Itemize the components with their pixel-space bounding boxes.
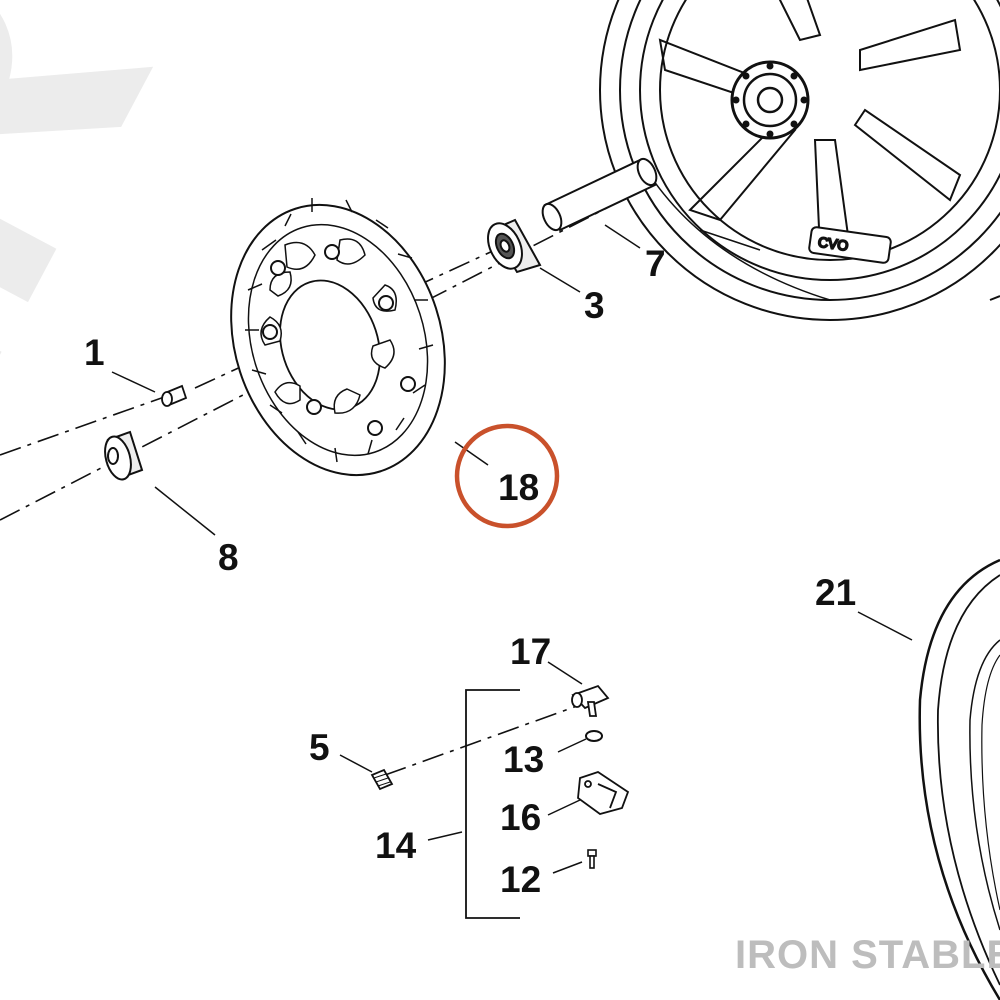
disc-rivets: [262, 244, 416, 436]
callout-14: 14: [375, 825, 417, 866]
callout-3: 3: [584, 285, 605, 326]
brand-watermark: IRON STABLE: [735, 933, 1000, 977]
leader-lines: [111, 224, 913, 919]
callout-labels: 1 3 5 7 8 12 13 14 16 17 18 21: [84, 243, 856, 900]
part-13-o-ring: [585, 730, 603, 742]
part-3-bearing: [487, 218, 542, 274]
callout-12: 12: [500, 859, 541, 900]
part-5-valve-stem: [370, 768, 394, 791]
callout-8: 8: [218, 537, 239, 578]
part-16-sensor: [577, 771, 630, 815]
callout-16: 16: [500, 797, 541, 838]
rim-marking: CVO: [817, 234, 849, 254]
part-21-tire: [918, 558, 1000, 1000]
hub-bolts: [732, 62, 808, 138]
callout-5: 5: [309, 727, 330, 768]
callout-7: 7: [645, 243, 666, 284]
disc-slots: [245, 198, 434, 463]
callout-18: 18: [498, 467, 539, 508]
part-1-bolt: [161, 384, 188, 407]
part-12-screw: [587, 849, 597, 869]
callout-17: 17: [510, 631, 551, 672]
wheel: CVO: [599, 0, 1000, 321]
callout-21: 21: [815, 572, 856, 613]
callout-13: 13: [503, 739, 544, 780]
part-18-brake-disc: [230, 198, 446, 477]
part-8-spacer: [104, 430, 144, 481]
highlight-ring: [454, 423, 560, 529]
callout-1: 1: [84, 332, 105, 373]
part-7-spacer-tube: [541, 157, 658, 232]
part-17-valve-elbow: [571, 684, 610, 717]
